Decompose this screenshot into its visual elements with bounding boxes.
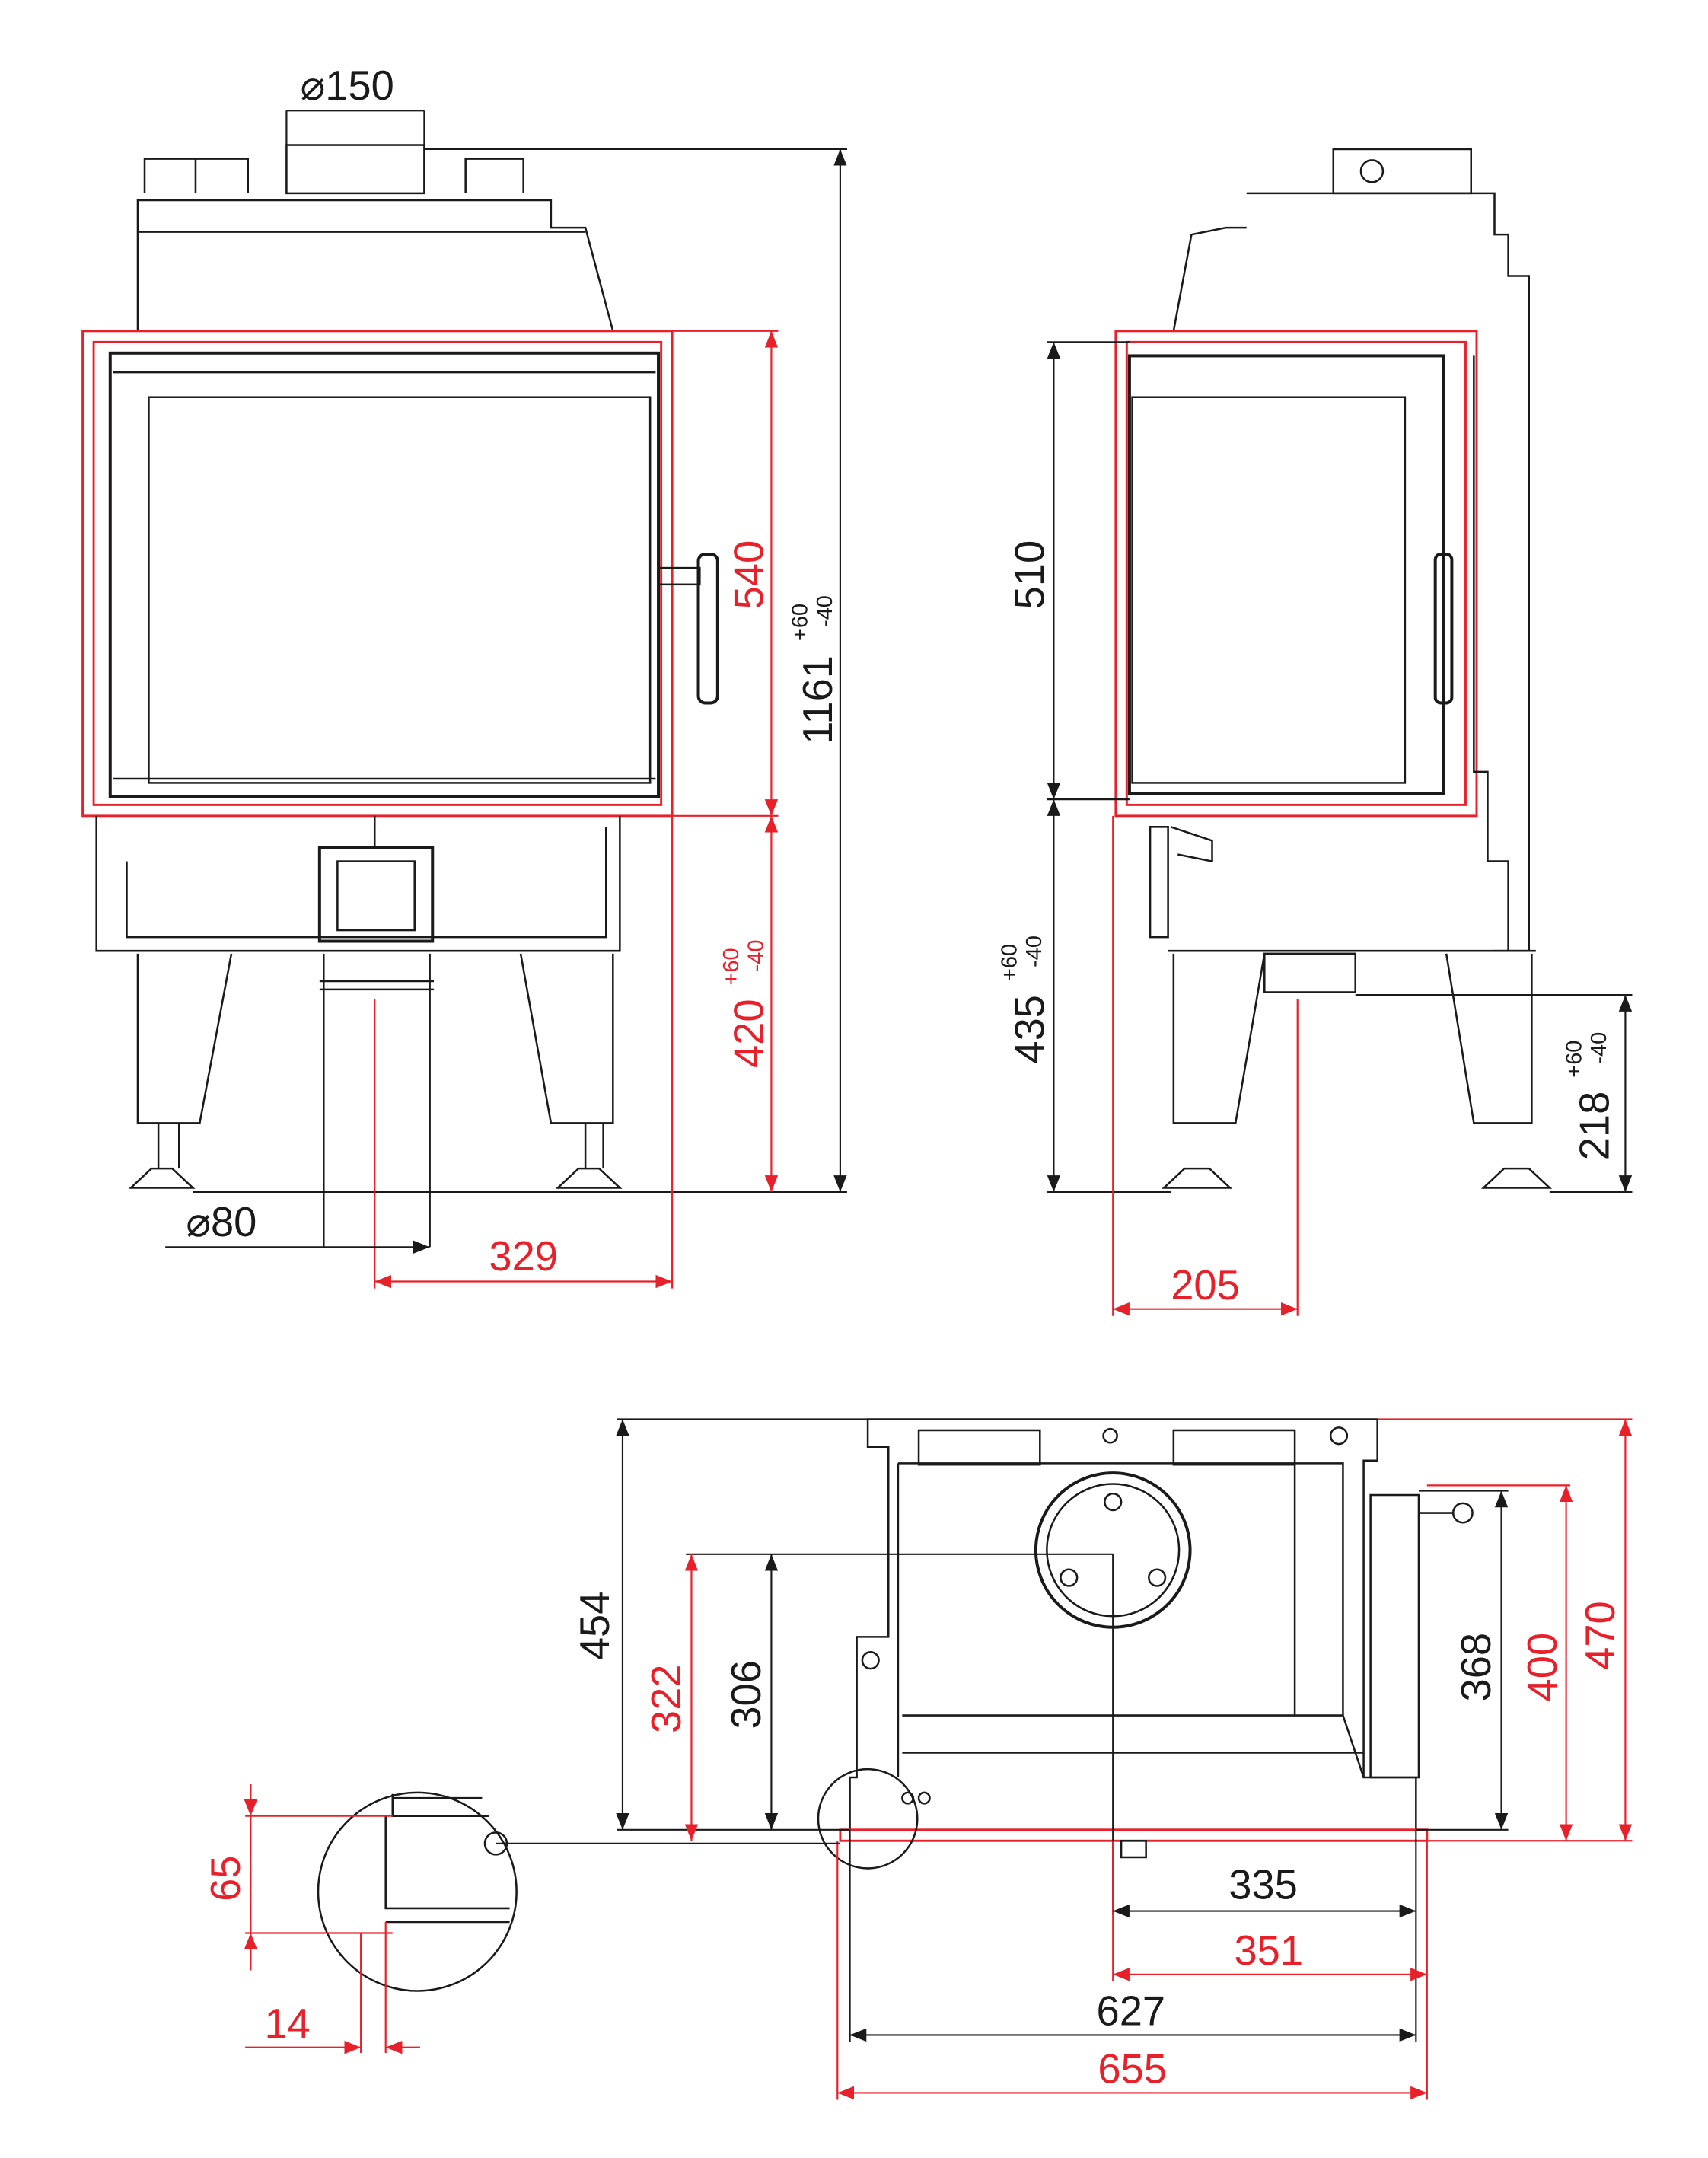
dim-218: 218 (1572, 1092, 1618, 1161)
door-frame-outline (1114, 330, 1478, 818)
dim-351: 351 (1234, 1927, 1303, 1974)
side-view: 510 435 +60 -40 218 +60 -40 205 (998, 148, 1633, 1316)
dim-368: 368 (1453, 1633, 1499, 1702)
tolerance-plus: +60 (1563, 1041, 1587, 1078)
tolerance-plus: +60 (788, 604, 812, 641)
door-handle (696, 553, 719, 705)
outlet-pipe (319, 953, 435, 1248)
dim-65: 65 (202, 1855, 249, 1901)
tolerance-plus: +60 (719, 948, 744, 985)
dim-470: 470 (1577, 1601, 1624, 1670)
glass-panel (1131, 396, 1407, 784)
detail-view: 65 14 (202, 1784, 518, 2054)
flue-collar (285, 144, 425, 195)
dim-400: 400 (1519, 1633, 1566, 1702)
dim-435: 435 (1007, 995, 1053, 1064)
outlet-stub (1263, 952, 1356, 993)
dim-627: 627 (1097, 1988, 1166, 2035)
dim-540: 540 (726, 540, 773, 610)
leg-feet (1161, 1167, 1553, 1189)
mounting-brackets (143, 158, 524, 193)
handle-knob (1451, 1502, 1474, 1524)
dim-1161: 1161 (795, 655, 841, 744)
side-panel (1369, 1493, 1420, 1779)
dim-306: 306 (723, 1660, 770, 1729)
tolerance-minus: -40 (744, 940, 769, 972)
bracket-right (1172, 1429, 1296, 1466)
door (108, 351, 661, 798)
leg-feet (128, 1167, 623, 1189)
legs (1168, 949, 1536, 1124)
glass-panel (148, 396, 652, 784)
tolerance-minus: -40 (1022, 936, 1047, 967)
detail-circle (317, 1791, 518, 1992)
body-outline (1172, 192, 1531, 952)
dim-510: 510 (1007, 540, 1053, 610)
diameter-symbol: ⌀ (301, 62, 326, 109)
dim-205: 205 (1171, 1262, 1240, 1309)
detail-marker-circle (817, 1768, 919, 1870)
front-view: 1161 +60 -40 540 420 +60 -40 329 ⌀80 ⌀15… (81, 62, 847, 1289)
bracket-left (917, 1429, 1041, 1466)
air-inlet-plate (317, 846, 435, 943)
dim-454: 454 (572, 1592, 618, 1661)
dim-322: 322 (643, 1665, 690, 1734)
dim-diameter-80: ⌀80 (186, 1199, 257, 1245)
door-frame-outline (839, 1828, 1429, 1842)
diameter-symbol: ⌀ (186, 1199, 211, 1245)
dim-655: 655 (1098, 2046, 1167, 2093)
diameter-150-value: 150 (325, 62, 394, 109)
diameter-80-value: 80 (211, 1199, 257, 1245)
legs (136, 953, 614, 1124)
lower-body (95, 815, 621, 952)
top-hood (136, 199, 614, 332)
door-handle (1433, 553, 1454, 705)
top-view: 454 322 306 368 400 470 335 351 627 655 (496, 1418, 1633, 2100)
door (1127, 354, 1445, 795)
tolerance-plus: +60 (998, 944, 1022, 981)
tolerance-minus: -40 (813, 595, 837, 627)
flue-collar (1332, 148, 1473, 195)
dim-14: 14 (264, 2000, 310, 2047)
dim-329: 329 (489, 1233, 558, 1280)
door-frame-outline (81, 330, 674, 818)
tolerance-minus: -40 (1587, 1032, 1611, 1064)
dim-420: 420 (726, 999, 773, 1068)
handle-bracket (657, 566, 701, 586)
dim-335: 335 (1228, 1861, 1298, 1908)
dim-diameter-150: ⌀150 (301, 62, 394, 109)
